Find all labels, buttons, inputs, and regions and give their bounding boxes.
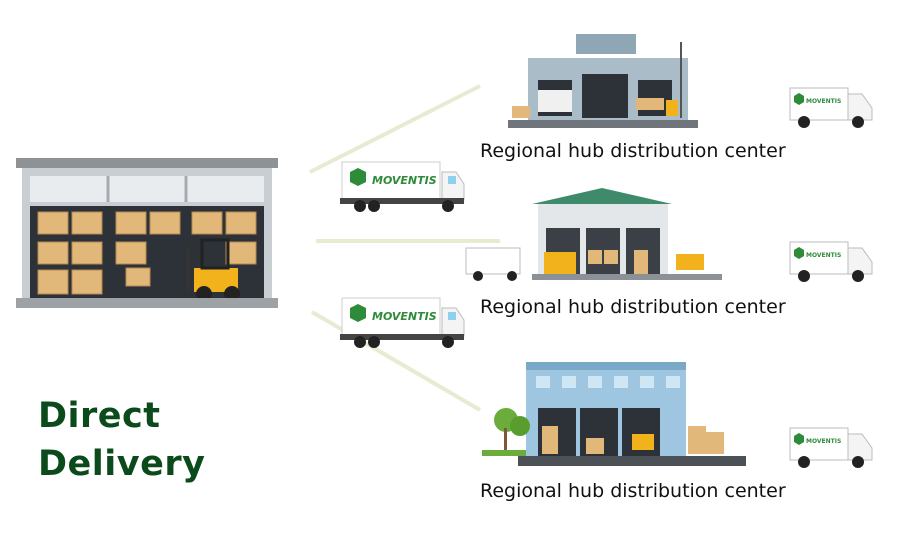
delivery-van-3: MOVENTIS (789, 427, 873, 468)
delivery-van-1: MOVENTIS (789, 87, 873, 128)
svg-text:MOVENTIS: MOVENTIS (372, 310, 437, 323)
hub-1-label: Regional hub distribution center (480, 140, 786, 162)
svg-text:MOVENTIS: MOVENTIS (806, 252, 841, 259)
svg-text:MOVENTIS: MOVENTIS (806, 98, 841, 105)
moventis-truck-1: MOVENTIS (338, 158, 468, 216)
hub-3-label: Regional hub distribution center (480, 480, 786, 502)
delivery-van-2: MOVENTIS (789, 241, 873, 282)
moventis-logo-icon (350, 168, 366, 186)
moventis-logo-icon (350, 304, 366, 322)
page-title: Direct Delivery (38, 392, 205, 488)
title-line-2: Delivery (38, 444, 206, 484)
moventis-truck-2: MOVENTIS (338, 294, 468, 352)
central-warehouse-illustration (16, 158, 278, 308)
connector-line-1 (309, 84, 481, 174)
hub-2-label: Regional hub distribution center (480, 296, 786, 318)
connector-line-3 (310, 310, 482, 412)
svg-text:MOVENTIS: MOVENTIS (372, 174, 437, 187)
svg-text:MOVENTIS: MOVENTIS (806, 438, 841, 445)
hub-1-illustration (508, 34, 698, 128)
hub-2-illustration (465, 188, 722, 281)
forklift-icon (186, 238, 240, 302)
title-line-1: Direct (38, 396, 161, 436)
hub-3-illustration (482, 362, 746, 466)
